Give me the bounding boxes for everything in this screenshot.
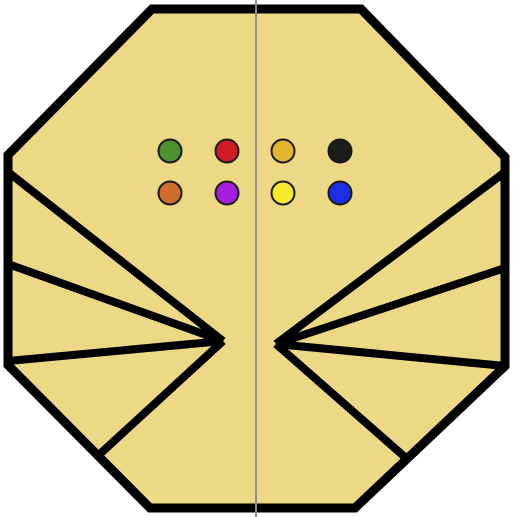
orange-peg[interactable]: [157, 180, 183, 206]
purple-peg[interactable]: [214, 180, 240, 206]
left-wedge-line-3: [7, 337, 224, 365]
right-wedge-line-2: [274, 264, 507, 348]
gold-peg[interactable]: [270, 138, 296, 164]
left-wedge-fan: [5, 168, 226, 456]
yellow-peg[interactable]: [270, 180, 296, 206]
green-peg[interactable]: [157, 138, 183, 164]
peg-row-bottom: [157, 180, 353, 206]
black-peg[interactable]: [327, 138, 353, 164]
peg-row-top: [157, 138, 353, 164]
right-wedge-line-1: [273, 168, 508, 348]
red-peg[interactable]: [214, 138, 240, 164]
left-wedge-line-1: [5, 168, 226, 345]
blue-peg[interactable]: [327, 180, 353, 206]
right-wedge-line-3: [275, 340, 506, 370]
left-wedge-line-2: [6, 260, 225, 345]
right-wedge-line-4: [273, 340, 409, 462]
right-wedge-fan: [273, 168, 508, 462]
left-wedge-line-4: [98, 338, 226, 456]
